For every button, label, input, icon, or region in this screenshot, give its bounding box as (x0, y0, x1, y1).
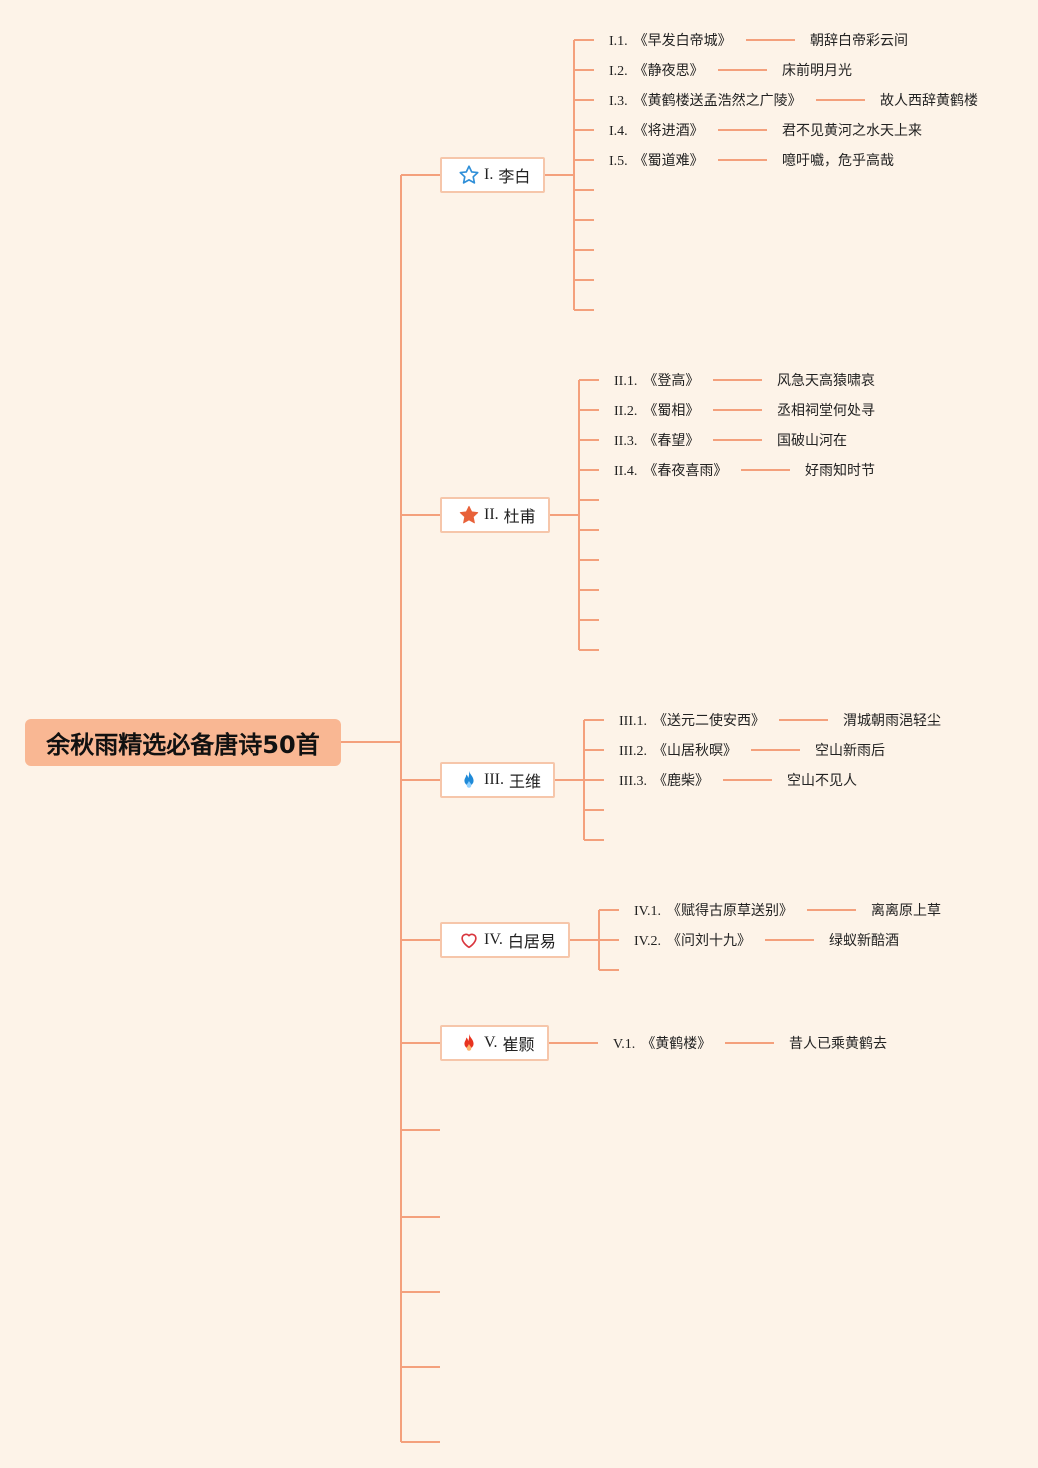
poem-item[interactable]: IV.1. 《赋得古原草送别》 (634, 902, 793, 921)
branch-number: V. (484, 1034, 498, 1051)
poem-first-line[interactable]: 昔人已乘黄鹤去 (789, 1036, 887, 1052)
poem-title: 《山居秋暝》 (653, 743, 737, 759)
poem-first-line[interactable]: 好雨知时节 (805, 463, 875, 479)
poem-number: I.5. (609, 154, 628, 169)
branch-dufu[interactable]: II. 杜甫 (440, 497, 550, 533)
branch-label: 李白 (498, 169, 531, 186)
poem-number: I.2. (609, 64, 628, 79)
heart-icon (458, 929, 480, 951)
poem-number: II.3. (614, 434, 638, 449)
poem-first-line[interactable]: 空山不见人 (787, 773, 857, 789)
branch-number: IV. (484, 931, 503, 948)
branch-label: 王维 (508, 774, 541, 791)
poem-item[interactable]: III.3. 《鹿柴》 (619, 772, 709, 791)
poem-item[interactable]: II.1. 《登高》 (614, 372, 699, 391)
branch-number: II. (484, 506, 499, 523)
poem-title: 《静夜思》 (633, 63, 704, 79)
poem-first-line[interactable]: 丞相祠堂何处寻 (777, 403, 875, 419)
poem-first-line[interactable]: 君不见黄河之水天上来 (782, 123, 922, 139)
poem-item[interactable]: I.1. 《早发白帝城》 (609, 32, 732, 51)
poem-item[interactable]: III.1. 《送元二使安西》 (619, 712, 765, 731)
poem-item[interactable]: II.2. 《蜀相》 (614, 402, 699, 421)
poem-item[interactable]: I.4. 《将进酒》 (609, 122, 704, 141)
poem-title: 《黄鹤楼送孟浩然之广陵》 (633, 93, 802, 109)
branch-label: 白居易 (507, 934, 556, 951)
poem-title: 《送元二使安西》 (653, 713, 765, 729)
poem-title: 《鹿柴》 (653, 773, 709, 789)
poem-item[interactable]: III.2. 《山居秋暝》 (619, 742, 737, 761)
poem-number: V.1. (613, 1037, 636, 1052)
red-flame-icon (458, 1032, 480, 1054)
branch-baijuyi[interactable]: IV. 白居易 (440, 922, 570, 958)
branch-label: 杜甫 (503, 509, 536, 526)
poem-number: III.2. (619, 744, 647, 759)
poem-first-line[interactable]: 国破山河在 (777, 433, 847, 449)
poem-first-line[interactable]: 故人西辞黄鹤楼 (880, 93, 978, 109)
branch-label: 崔颢 (502, 1037, 535, 1054)
poem-item[interactable]: V.1. 《黄鹤楼》 (613, 1035, 711, 1054)
poem-number: I.1. (609, 34, 628, 49)
poem-title: 《问刘十九》 (666, 933, 751, 949)
branch-number: III. (484, 771, 504, 788)
poem-first-line[interactable]: 噫吁嚱，危乎高哉 (782, 153, 894, 169)
branch-libai[interactable]: I. 李白 (440, 157, 545, 193)
poem-number: I.3. (609, 94, 628, 109)
poem-number: II.4. (614, 464, 638, 479)
poem-number: IV.2. (634, 934, 661, 949)
poem-first-line[interactable]: 床前明月光 (782, 63, 852, 79)
poem-item[interactable]: I.3. 《黄鹤楼送孟浩然之广陵》 (609, 92, 802, 111)
poem-title: 《蜀相》 (643, 403, 700, 419)
star-filled-icon (458, 504, 480, 526)
poem-number: II.2. (614, 404, 638, 419)
poem-title: 《黄鹤楼》 (641, 1036, 712, 1052)
poem-item[interactable]: II.4. 《春夜喜雨》 (614, 462, 727, 481)
poem-first-line[interactable]: 朝辞白帝彩云间 (810, 33, 908, 49)
star-outline-icon (458, 164, 480, 186)
poem-title: 《登高》 (643, 373, 700, 389)
poem-first-line[interactable]: 风急天高猿啸哀 (777, 373, 875, 389)
poem-item[interactable]: I.5. 《蜀道难》 (609, 152, 704, 171)
poem-title: 《将进酒》 (633, 123, 704, 139)
poem-first-line[interactable]: 绿蚁新醅酒 (829, 933, 899, 949)
poem-first-line[interactable]: 空山新雨后 (815, 743, 885, 759)
branch-wangwei[interactable]: III. 王维 (440, 762, 555, 798)
poem-number: III.1. (619, 714, 647, 729)
blue-flame-icon (458, 769, 480, 791)
poem-first-line[interactable]: 离离原上草 (871, 903, 941, 919)
poem-title: 《蜀道难》 (633, 153, 704, 169)
poem-item[interactable]: IV.2. 《问刘十九》 (634, 932, 751, 951)
poem-number: I.4. (609, 124, 628, 139)
poem-item[interactable]: I.2. 《静夜思》 (609, 62, 704, 81)
poem-title: 《春夜喜雨》 (643, 463, 728, 479)
poem-first-line[interactable]: 渭城朝雨浥轻尘 (843, 713, 941, 729)
poem-title: 《早发白帝城》 (633, 33, 732, 49)
poem-number: IV.1. (634, 904, 661, 919)
poem-title: 《赋得古原草送别》 (666, 903, 793, 919)
branch-number: I. (484, 166, 494, 183)
root-topic[interactable]: 余秋雨精选必备唐诗50首 (25, 719, 341, 766)
poem-number: II.1. (614, 374, 638, 389)
poem-item[interactable]: II.3. 《春望》 (614, 432, 699, 451)
poem-title: 《春望》 (643, 433, 700, 449)
poem-number: III.3. (619, 774, 647, 789)
branch-cuihao[interactable]: V. 崔颢 (440, 1025, 549, 1061)
